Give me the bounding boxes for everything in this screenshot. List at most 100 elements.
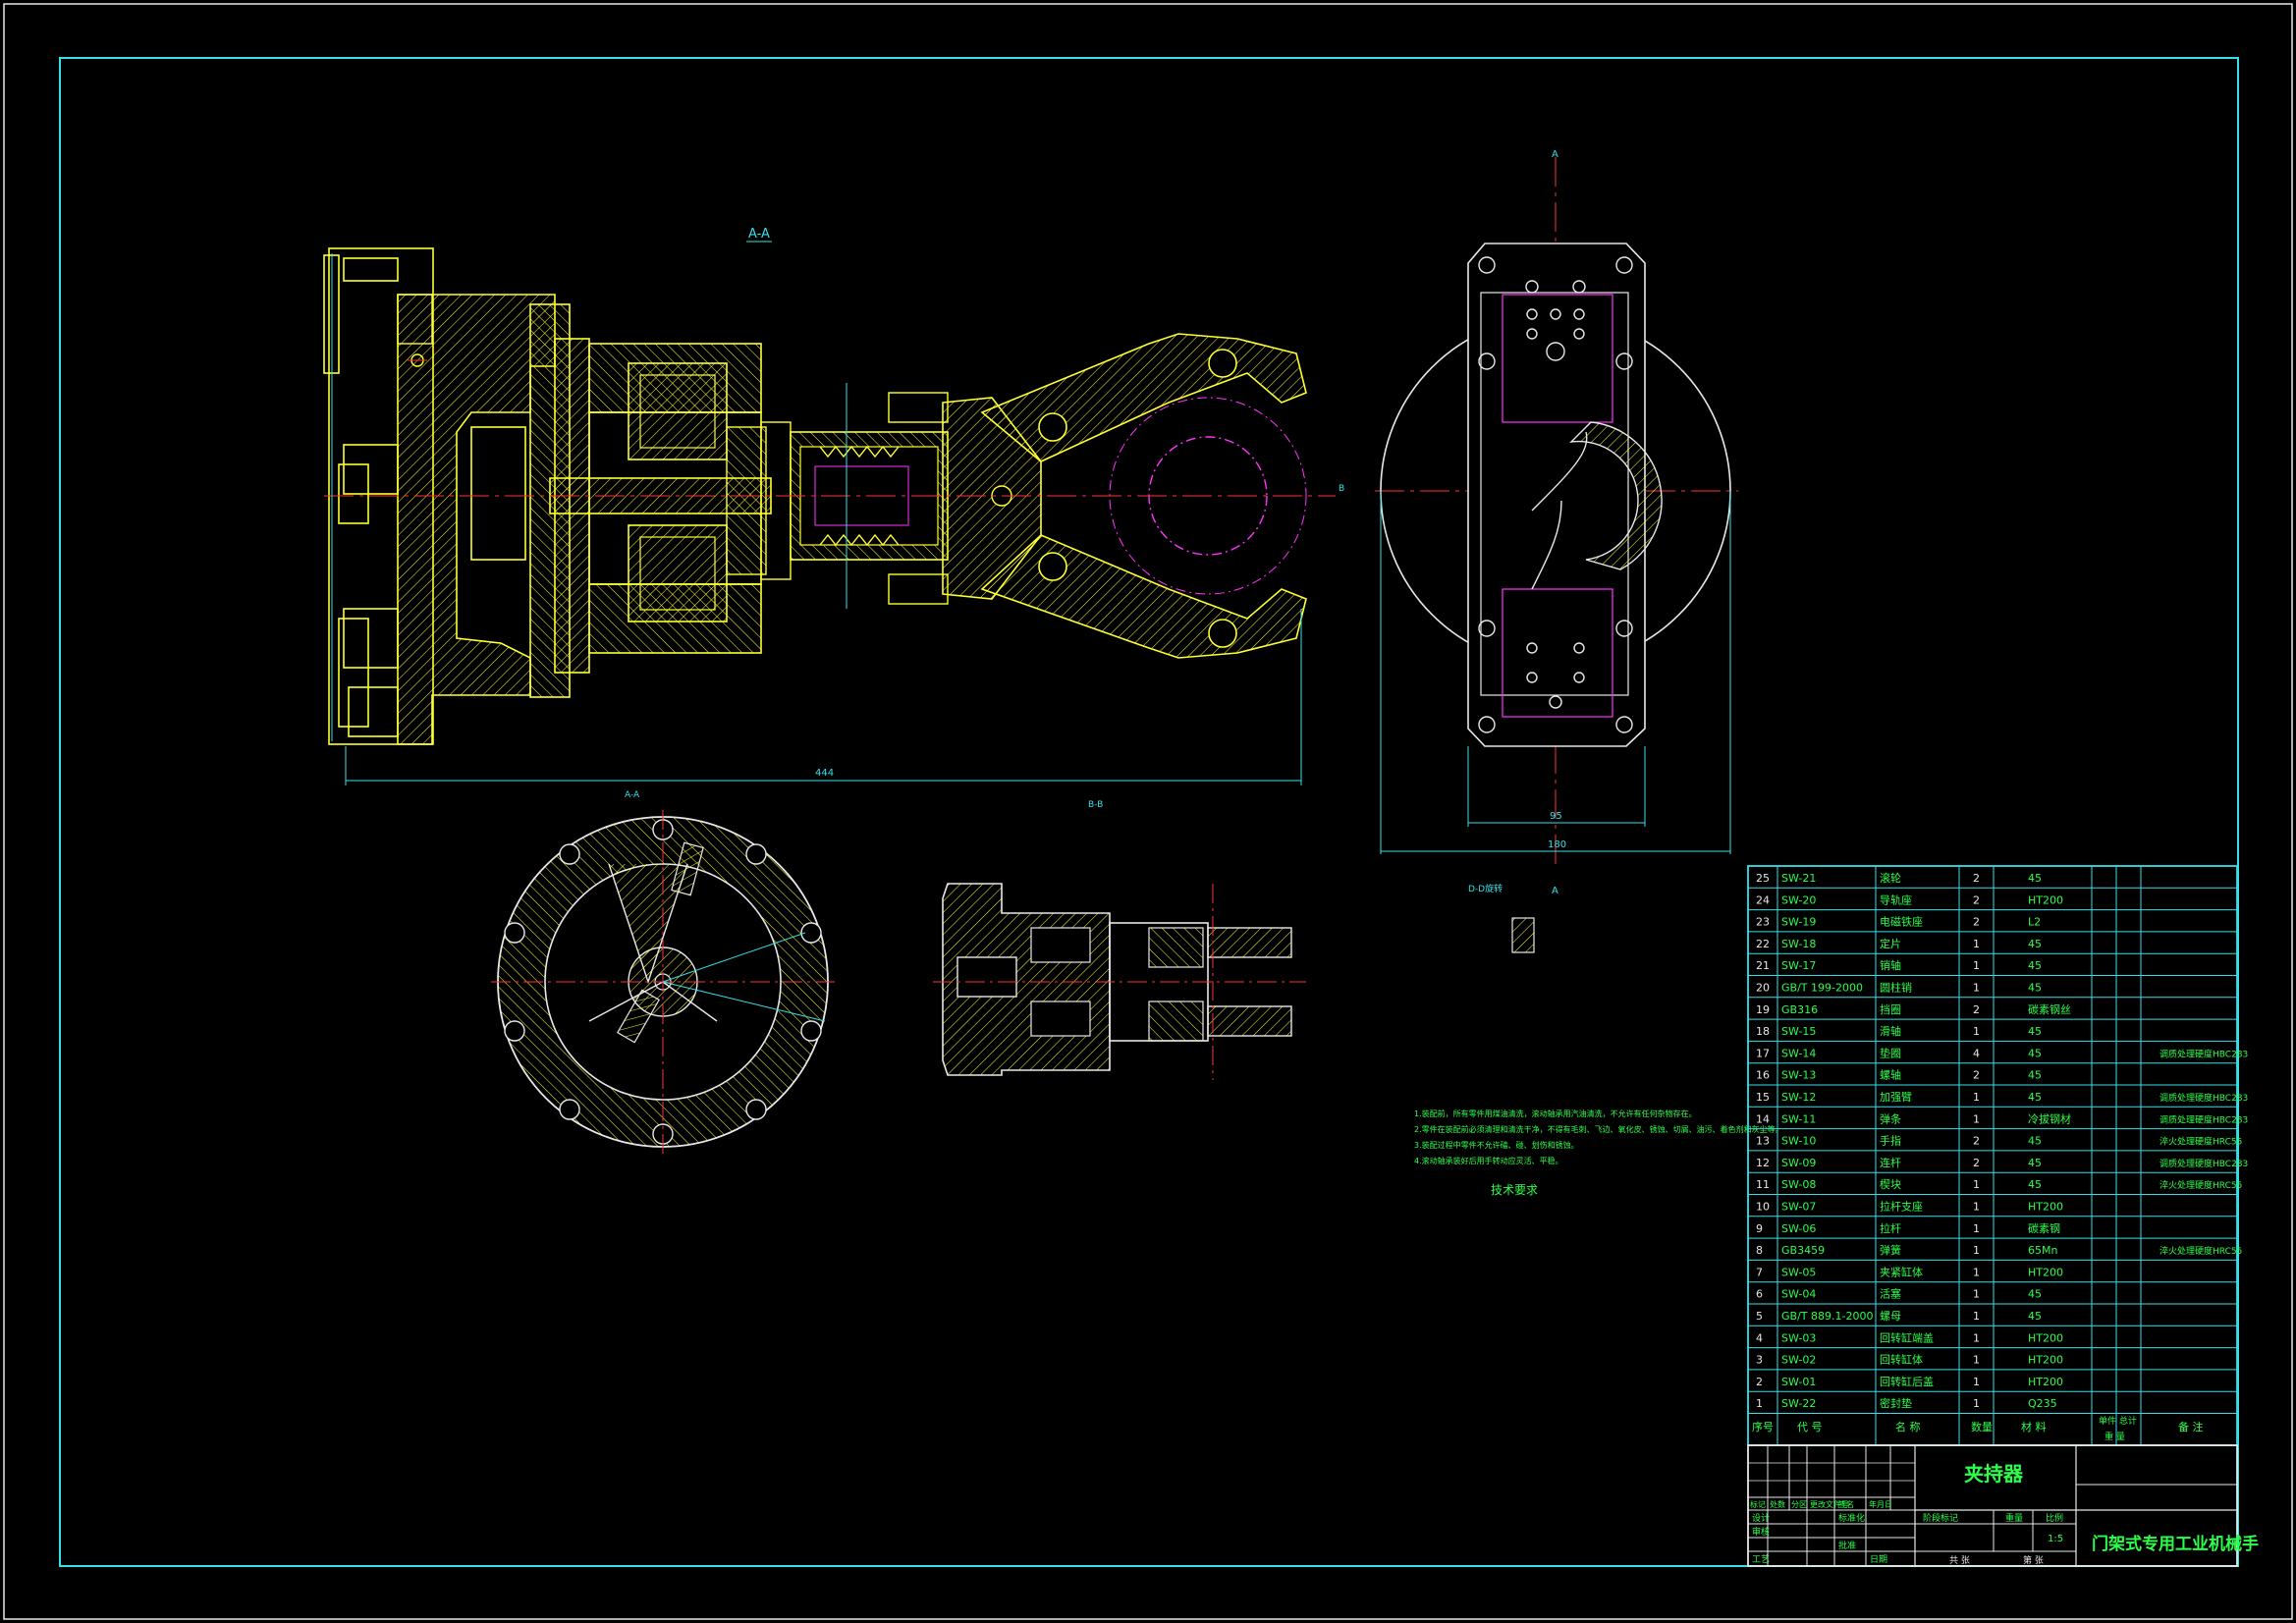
bom-cell-no: 25 — [1756, 872, 1770, 885]
coil-upper — [628, 362, 728, 460]
bom-cell-code: SW-17 — [1781, 959, 1816, 972]
bom-header-mat: 材 料 — [2021, 1420, 2047, 1434]
bom-cell-name: 活塞 — [1880, 1287, 1901, 1301]
bom-cell-name: 手指 — [1880, 1134, 1901, 1148]
bom-cell-code: SW-18 — [1781, 938, 1816, 950]
bom-cell-code: SW-20 — [1781, 893, 1816, 906]
tech-req-line-3: 3.装配过程中零件不允许磕、碰、划伤和锈蚀。 — [1414, 1140, 1579, 1150]
bom-cell-mat: 45 — [2028, 1091, 2042, 1104]
title-block: 夹持器 门架式专用工业机械手 阶段标记 重量 比例 1:5 共 张 第 张 设计… — [1747, 1444, 2259, 1567]
bom-cell-code: GB/T 889.1-2000 — [1781, 1310, 1873, 1323]
bom-cell-mat: HT200 — [2028, 1266, 2063, 1278]
bom-cell-qty: 1 — [1973, 1244, 1980, 1257]
bom-cell-mat: 45 — [2028, 1310, 2042, 1323]
bom-cell-name: 定片 — [1880, 937, 1901, 950]
bom-cell-qty: 1 — [1973, 1397, 1980, 1410]
bom-cell-mat: 45 — [2028, 938, 2042, 950]
bom-cell-name: 加强臂 — [1880, 1091, 1912, 1104]
section-a-label: A-A — [748, 227, 770, 242]
bom-cell-code: SW-15 — [1781, 1025, 1816, 1038]
bom-cell-name: 挡圈 — [1880, 1002, 1901, 1016]
bom-cell-note: 调质处理硬度HBC283 — [2159, 1158, 2248, 1169]
rev-col-label: 年月日 — [1869, 1499, 1892, 1509]
bom-cell-code: GB316 — [1781, 1003, 1818, 1016]
bom-cell-no: 15 — [1756, 1091, 1770, 1104]
coil-lower — [628, 524, 728, 622]
tech-req-line-4: 4.滚动轴承装好后用手转动应灵活、平稳。 — [1414, 1156, 1563, 1165]
inner-frame — [59, 57, 2239, 1567]
bom-cell-name: 弹簧 — [1880, 1243, 1901, 1257]
bom-cell-qty: 2 — [1973, 872, 1980, 885]
bom-cell-qty: 2 — [1973, 1157, 1980, 1169]
bom-cell-code: SW-05 — [1781, 1266, 1816, 1278]
bom-header-note: 备 注 — [2178, 1420, 2204, 1434]
bom-cell-qty: 1 — [1973, 1025, 1980, 1038]
bom-cell-code: GB/T 199-2000 — [1781, 982, 1863, 995]
bom-cell-mat: HT200 — [2028, 1331, 2063, 1344]
bom-cell-name: 圆柱销 — [1880, 981, 1912, 995]
tech-requirements: 1.装配前，所有零件用煤油清洗，滚动轴承用汽油清洗，不允许有任何杂物存在。 2.… — [1414, 1109, 1783, 1197]
bom-cell-no: 5 — [1756, 1310, 1763, 1323]
bom-cell-qty: 2 — [1973, 893, 1980, 906]
bom-cell-no: 20 — [1756, 982, 1770, 995]
bom-cell-no: 7 — [1756, 1266, 1763, 1278]
scale-label: 比例 — [2046, 1512, 2063, 1524]
bom-cell-name: 拉杆支座 — [1880, 1200, 1923, 1214]
bom-cell-code: SW-10 — [1781, 1135, 1816, 1148]
bom-cell-note: 淬火处理硬度HRC55 — [2159, 1245, 2242, 1257]
bom-cell-name: 夹紧缸体 — [1880, 1265, 1923, 1278]
bom-cell-mat: 45 — [2028, 1069, 2042, 1082]
bom-cell-mat: 45 — [2028, 982, 2042, 995]
part-name: 夹持器 — [1964, 1462, 2024, 1486]
bom-cell-mat: 碳素钢丝 — [2028, 1002, 2071, 1016]
scale-value: 1:5 — [2048, 1534, 2063, 1544]
bom-cell-no: 3 — [1756, 1354, 1763, 1367]
bom-cell-name: 销轴 — [1880, 958, 1901, 972]
sheets-total: 共 张 — [1949, 1555, 1970, 1566]
bom-cell-qty: 2 — [1973, 1069, 1980, 1082]
bom-cell-no: 1 — [1756, 1397, 1763, 1410]
bom-cell-mat: HT200 — [2028, 1354, 2063, 1367]
bom-cell-no: 19 — [1756, 1003, 1770, 1016]
bom-cell-code: SW-07 — [1781, 1201, 1816, 1214]
bom-header-unit-total: 单件 总计 — [2099, 1415, 2137, 1427]
bom-cell-no: 17 — [1756, 1047, 1770, 1059]
bom-cell-qty: 1 — [1973, 1376, 1980, 1388]
bom-cell-code: SW-12 — [1781, 1091, 1816, 1104]
tech-req-line-1: 1.装配前，所有零件用煤油清洗，滚动轴承用汽油清洗，不允许有任何杂物存在。 — [1414, 1109, 1697, 1118]
cut-a-bottom: A — [1552, 886, 1558, 896]
bom-cell-name: 回转缸后盖 — [1880, 1375, 1934, 1388]
bom-cell-mat: HT200 — [2028, 1201, 2063, 1214]
dim-180: 180 — [1548, 839, 1566, 850]
bom-cell-no: 4 — [1756, 1331, 1763, 1344]
bom-cell-mat: L2 — [2028, 916, 2041, 929]
dim-95: 95 — [1550, 811, 1562, 822]
section-a-label-bottom: A-A — [625, 790, 640, 800]
bom-header: 序号 代 号 名 称 数量 材 料 单件 总计 重 量 备 注 — [1752, 1415, 2204, 1442]
cut-a-top: A — [1552, 149, 1558, 160]
rev-col-label: 更改文件号 — [1810, 1499, 1849, 1509]
detail-view — [1511, 917, 1535, 953]
tech-req-title: 技术要求 — [1491, 1183, 1538, 1197]
bom-cell-mat: HT200 — [2028, 893, 2063, 906]
side-bolts — [1478, 256, 1633, 733]
circle-bolts — [504, 819, 822, 1145]
bom-cell-no: 18 — [1756, 1025, 1770, 1038]
bom-cell-qty: 1 — [1973, 1331, 1980, 1344]
bom-cell-no: 11 — [1756, 1178, 1770, 1191]
spring — [819, 445, 900, 547]
row-date: 日期 — [1870, 1554, 1887, 1565]
bom-cell-no: 21 — [1756, 959, 1770, 972]
bom-cell-qty: 2 — [1973, 1003, 1980, 1016]
bom-cell-qty: 1 — [1973, 1288, 1980, 1301]
section-circle-view: A-A — [491, 790, 835, 1154]
bom-cell-qty: 1 — [1973, 1112, 1980, 1125]
bom-cell-name: 螺母 — [1880, 1310, 1901, 1323]
bom-cell-qty: 1 — [1973, 982, 1980, 995]
bom-cell-code: SW-04 — [1781, 1288, 1816, 1301]
bom-cell-code: SW-08 — [1781, 1178, 1816, 1191]
side-view: A A 95 180 D-D旋转 — [1375, 149, 1738, 953]
row-std: 标准化 — [1838, 1512, 1865, 1524]
cut-b-label: B — [1339, 484, 1344, 494]
